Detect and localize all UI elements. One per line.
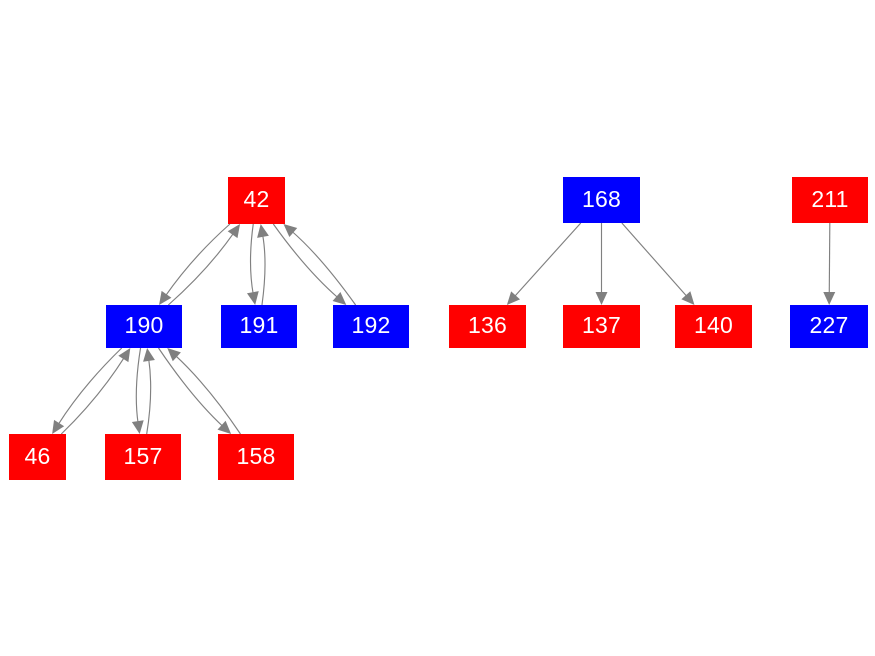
edge-42-191-reverse	[261, 234, 266, 306]
graph-node-label: 168	[582, 185, 621, 212]
graph-node-46[interactable]: 46	[9, 434, 66, 480]
graph-node-137[interactable]: 137	[563, 305, 640, 348]
graph-node-label: 42	[243, 186, 270, 212]
graph-node-227[interactable]: 227	[790, 305, 868, 348]
edge-arrowhead	[167, 348, 181, 362]
edge-42-192-forward	[272, 223, 339, 299]
graph-node-168[interactable]: 168	[563, 177, 640, 223]
graph-node-140[interactable]: 140	[675, 305, 752, 348]
edge-arrowhead	[283, 224, 298, 238]
edge-190-157-forward	[135, 347, 142, 424]
edge-arrowhead	[595, 292, 608, 305]
graph-node-136[interactable]: 136	[449, 305, 526, 348]
edge-190-158-forward	[158, 347, 224, 428]
edge-42-190-reverse	[167, 232, 235, 306]
graph-node-label: 211	[811, 185, 849, 212]
edge-190-158-reverse	[174, 354, 241, 435]
edge-arrowhead	[131, 420, 144, 434]
edge-42-190-forward	[164, 223, 231, 297]
edge-arrowhead	[227, 224, 241, 239]
edge-190-46-forward	[57, 347, 123, 426]
graph-node-157[interactable]: 157	[105, 434, 181, 480]
edge-arrowhead	[681, 291, 695, 305]
edge-211-227	[828, 222, 831, 295]
graph-node-label: 158	[236, 442, 276, 469]
edge-arrowhead	[257, 224, 269, 238]
graph-node-label: 46	[24, 442, 51, 469]
graph-node-label: 192	[351, 312, 391, 338]
edge-arrowhead	[143, 348, 155, 362]
edge-168-136	[513, 222, 582, 298]
edge-arrowhead	[332, 291, 347, 305]
edge-190-157-reverse	[146, 358, 152, 435]
graph-node-label: 190	[124, 312, 164, 338]
edge-42-191-forward	[249, 223, 254, 295]
graph-node-label: 227	[809, 312, 849, 338]
edge-168-140	[621, 222, 688, 298]
graph-node-label: 140	[694, 312, 733, 338]
edge-arrowhead	[246, 291, 259, 305]
edge-arrowhead	[823, 291, 836, 305]
graph-node-label: 191	[239, 312, 279, 338]
edge-190-46-reverse	[60, 356, 126, 435]
graph-node-42[interactable]: 42	[228, 177, 285, 224]
graph-node-192[interactable]: 192	[333, 305, 409, 348]
graph-node-label: 136	[468, 312, 507, 338]
edge-42-192-reverse	[291, 230, 357, 306]
graph-node-211[interactable]: 211	[792, 177, 868, 223]
edge-arrowhead	[52, 419, 65, 434]
graph-node-label: 157	[123, 442, 163, 469]
edge-arrowhead	[506, 291, 521, 305]
graph-node-191[interactable]: 191	[221, 305, 297, 348]
edge-arrowhead	[118, 348, 131, 363]
graph-node-190[interactable]: 190	[106, 305, 182, 348]
edge-arrowhead	[217, 420, 232, 434]
graph-node-158[interactable]: 158	[218, 434, 294, 480]
edge-arrowhead	[159, 290, 172, 305]
graph-node-label: 137	[582, 312, 621, 338]
